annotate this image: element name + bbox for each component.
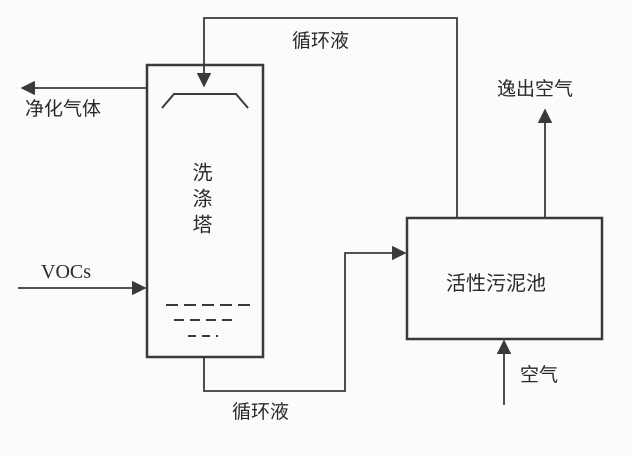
label-sludge-tank: 活性污泥池 (446, 271, 546, 295)
label-recycle-top: 循环液 (292, 30, 350, 52)
label-purified-gas: 净化气体 (25, 98, 102, 120)
recycle-line-top (196, 17, 458, 218)
label-escaped-air: 逸出空气 (497, 78, 574, 100)
spray-nozzle (161, 93, 249, 109)
label-vocs: VOCs (41, 261, 92, 283)
scrubber-tower (145, 63, 265, 359)
label-air: 空气 (520, 364, 559, 386)
sludge-tank (405, 216, 604, 341)
label-scrubber-tower: 洗涤塔 (189, 162, 213, 240)
recycle-line-bottom (203, 245, 407, 392)
label-recycle-bottom: 循环液 (232, 401, 290, 423)
